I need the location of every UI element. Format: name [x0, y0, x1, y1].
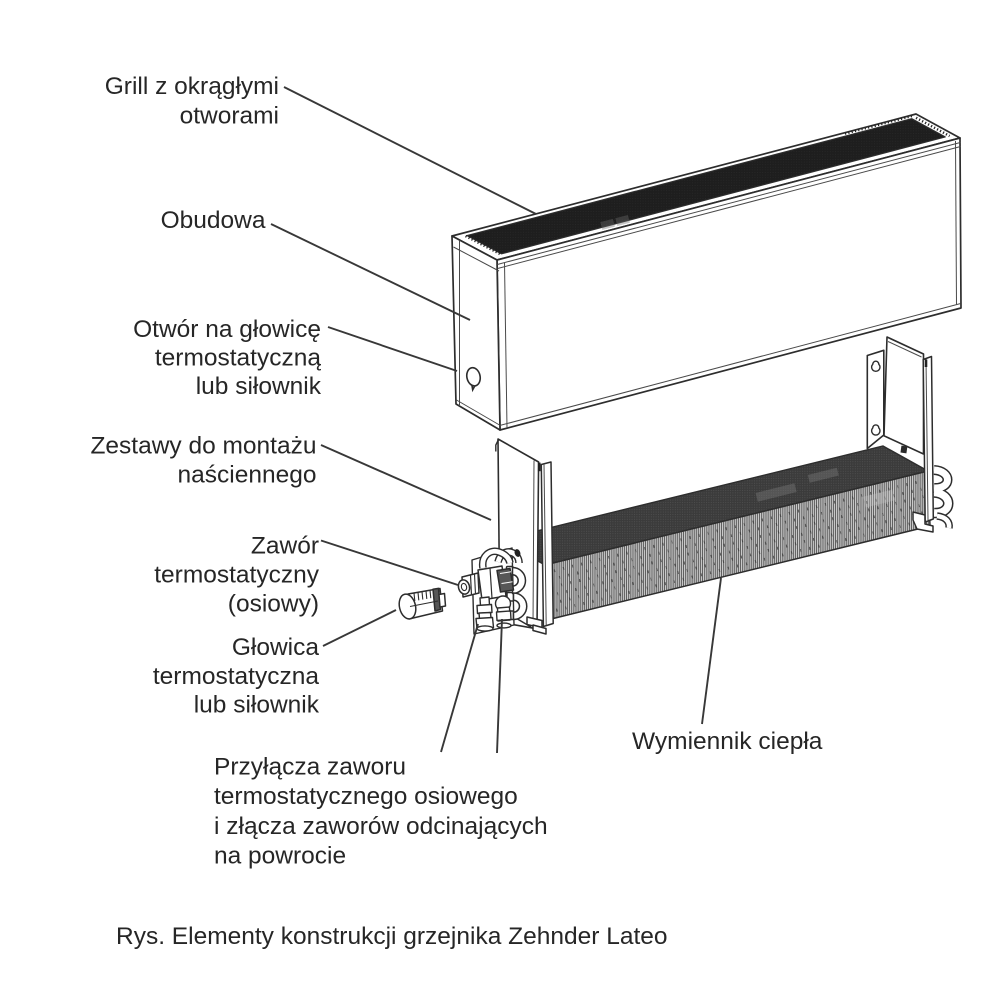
svg-text:Rys. Elementy konstrukcji grze: Rys. Elementy konstrukcji grzejnika Zehn… [116, 923, 668, 950]
svg-text:na powrocie: na powrocie [214, 843, 346, 870]
svg-text:(osiowy): (osiowy) [228, 591, 319, 618]
svg-text:i złącza zaworów odcinających: i złącza zaworów odcinających [214, 813, 548, 840]
svg-text:Otwór na głowicę: Otwór na głowicę [133, 316, 321, 343]
svg-text:naściennego: naściennego [178, 462, 317, 489]
svg-text:termostatycznego osiowego: termostatycznego osiowego [214, 783, 518, 810]
svg-text:Przyłącza zaworu: Przyłącza zaworu [214, 754, 406, 781]
svg-text:lub siłownik: lub siłownik [194, 692, 320, 719]
svg-text:otworami: otworami [180, 103, 279, 130]
svg-text:termostatyczny: termostatyczny [154, 562, 319, 589]
svg-text:Zestawy do montażu: Zestawy do montażu [90, 433, 316, 460]
svg-text:Obudowa: Obudowa [161, 207, 266, 234]
svg-text:Głowica: Głowica [232, 634, 320, 661]
svg-text:Grill z okrągłymi: Grill z okrągłymi [105, 73, 279, 100]
svg-text:termostatyczna: termostatyczna [153, 663, 319, 690]
svg-text:Zawór: Zawór [251, 533, 319, 560]
svg-text:lub siłownik: lub siłownik [196, 373, 322, 400]
svg-text:Wymiennik ciepła: Wymiennik ciepła [632, 728, 823, 755]
svg-text:termostatyczną: termostatyczną [155, 345, 321, 372]
